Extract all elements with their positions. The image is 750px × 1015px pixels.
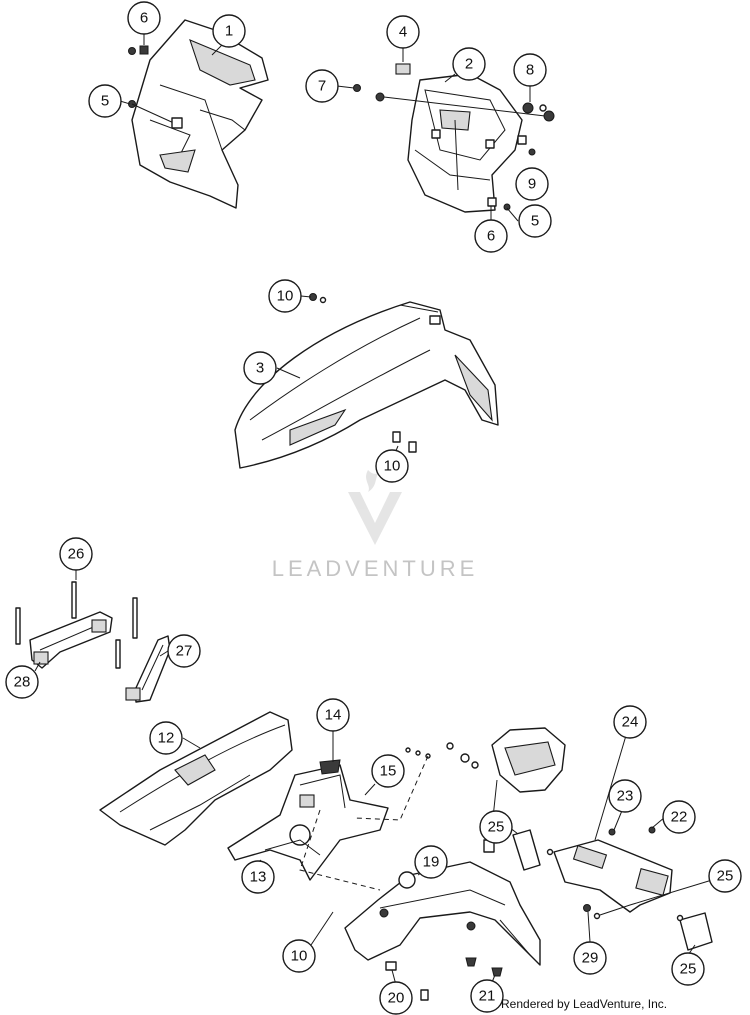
callout-29: 29 (573, 941, 607, 975)
callout-7: 7 (305, 69, 339, 103)
callout-2: 2 (452, 47, 486, 81)
svg-text:4: 4 (399, 24, 407, 41)
seat-part (99, 711, 293, 846)
svg-text:29: 29 (582, 950, 599, 967)
watermark-text: LEADVENTURE (272, 556, 479, 581)
grab-handle-parts (15, 581, 171, 703)
svg-text:22: 22 (671, 809, 688, 826)
headlight-bracket-part (336, 63, 555, 213)
svg-text:5: 5 (101, 93, 109, 110)
svg-text:10: 10 (384, 458, 401, 475)
svg-text:19: 19 (423, 854, 440, 871)
callout-24: 24 (613, 705, 647, 739)
headlight-mask-part (128, 19, 269, 209)
callout-25-left: 25 (479, 810, 513, 844)
callout-19: 19 (414, 845, 448, 879)
callout-28: 28 (5, 665, 39, 699)
svg-text:26: 26 (68, 546, 85, 563)
callout-20: 20 (379, 981, 413, 1015)
leader-lines (34, 31, 713, 988)
callout-15: 15 (371, 754, 405, 788)
svg-text:24: 24 (622, 714, 639, 731)
license-plate-bracket-part (512, 826, 713, 951)
render-credit: Rendered by LeadVenture, Inc. (501, 997, 668, 1011)
svg-text:1: 1 (225, 23, 233, 40)
leadventure-logo-icon (348, 470, 402, 545)
rear-fender-part (344, 861, 541, 1001)
callouts: 1 2 3 4 5 5 6 6 7 8 9 10 10 10 12 13 14 … (5, 1, 742, 1015)
svg-text:27: 27 (176, 643, 193, 660)
callout-5-headlight-mask: 5 (88, 84, 122, 118)
svg-text:28: 28 (14, 674, 31, 691)
svg-text:6: 6 (140, 10, 148, 27)
svg-text:20: 20 (388, 990, 405, 1007)
callout-10-fender-top: 10 (268, 279, 302, 313)
svg-text:23: 23 (617, 788, 634, 805)
callout-1: 1 (212, 14, 246, 48)
callout-6-headlight-mask: 6 (127, 1, 161, 35)
svg-text:25: 25 (488, 819, 505, 836)
callout-25-bottom: 25 (671, 952, 705, 986)
svg-text:6: 6 (487, 228, 495, 245)
svg-text:10: 10 (291, 948, 308, 965)
callout-9: 9 (515, 167, 549, 201)
svg-text:25: 25 (680, 961, 697, 978)
rear-cover-part (227, 759, 389, 881)
svg-text:12: 12 (158, 730, 175, 747)
svg-text:8: 8 (526, 62, 534, 79)
svg-text:15: 15 (380, 763, 397, 780)
svg-text:9: 9 (528, 176, 536, 193)
callout-10-rear: 10 (282, 939, 316, 973)
callout-3: 3 (243, 351, 277, 385)
callout-27: 27 (167, 634, 201, 668)
callout-26: 26 (59, 537, 93, 571)
callout-10-fender-bottom: 10 (375, 449, 409, 483)
svg-text:5: 5 (531, 213, 539, 230)
front-fender-part (234, 293, 499, 469)
callout-12: 12 (149, 721, 183, 755)
callout-13: 13 (241, 860, 275, 894)
callout-8: 8 (513, 53, 547, 87)
watermark: LEADVENTURE (272, 470, 479, 581)
svg-text:2: 2 (465, 56, 473, 73)
callout-6-bracket: 6 (474, 219, 508, 253)
callout-5-bracket: 5 (518, 204, 552, 238)
svg-text:13: 13 (250, 869, 267, 886)
callout-23: 23 (608, 779, 642, 813)
svg-text:14: 14 (325, 707, 342, 724)
svg-text:25: 25 (717, 868, 734, 885)
callout-22: 22 (662, 800, 696, 834)
svg-text:3: 3 (256, 360, 264, 377)
svg-text:7: 7 (318, 78, 326, 95)
callout-25-right: 25 (708, 859, 742, 893)
svg-text:21: 21 (479, 988, 496, 1005)
callout-14: 14 (316, 698, 350, 732)
svg-text:10: 10 (277, 288, 294, 305)
tail-light-part (354, 727, 566, 853)
callout-21: 21 (470, 979, 504, 1013)
callout-4: 4 (386, 15, 420, 49)
